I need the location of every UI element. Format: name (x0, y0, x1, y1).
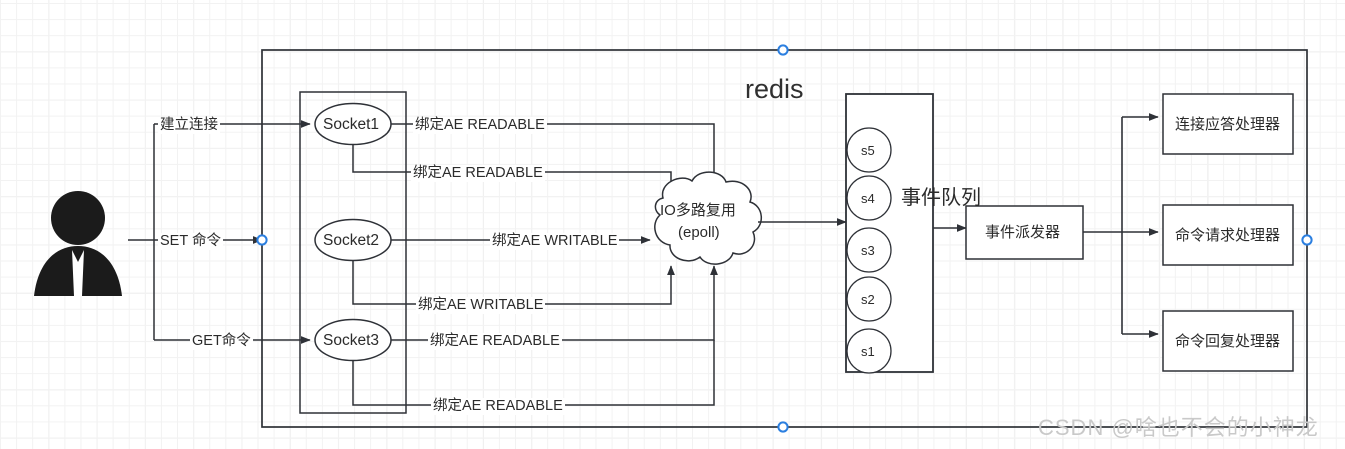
edge-label-binding-1: 绑定AE READABLE (413, 117, 547, 134)
selection-handle-bottom[interactable] (777, 421, 789, 433)
event-queue-label: 事件队列 (901, 187, 981, 209)
event-queue-item-shape[interactable] (846, 127, 892, 173)
io-multiplex-label-line2: (epoll) (678, 224, 720, 241)
selection-handle-top[interactable] (777, 44, 789, 56)
edge-binding-6[interactable] (352, 340, 715, 406)
io-multiplex-label-line1: IO多路复用 (660, 202, 736, 219)
event-queue-item-label: s1 (861, 344, 875, 359)
io-multiplex-cloud-shape[interactable] (654, 171, 762, 265)
event-queue-item-shape[interactable] (846, 276, 892, 322)
dispatcher-box[interactable] (965, 205, 1084, 260)
handler-box-connect-reply[interactable] (1162, 93, 1294, 155)
edge-label-binding-2: 绑定AE READABLE (411, 165, 545, 182)
event-queue-item-label: s2 (861, 292, 875, 307)
handler-box-command-reply[interactable] (1162, 310, 1294, 372)
dispatcher-label: 事件派发器 (985, 224, 1061, 241)
handler-label-command-request: 命令请求处理器 (1175, 227, 1281, 244)
edge-label-connect: 建立连接 (158, 117, 220, 134)
event-queue-item-label: s5 (861, 143, 875, 158)
socket2-label: Socket2 (323, 232, 380, 249)
edge-label-binding-5: 绑定AE READABLE (428, 333, 562, 350)
watermark-text: CSDN @啥也不会的小神龙 (1038, 415, 1319, 440)
event-queue-item-shape[interactable] (846, 175, 892, 221)
selection-handle-right[interactable] (1301, 234, 1313, 246)
socket3-label: Socket3 (323, 332, 380, 349)
edge-label-binding-3: 绑定AE WRITABLE (490, 233, 620, 250)
page-title: redis (745, 74, 804, 104)
edge-label-binding-6: 绑定AE READABLE (431, 398, 565, 415)
redis-container-box[interactable] (261, 49, 1308, 428)
handler-label-command-reply: 命令回复处理器 (1175, 333, 1281, 350)
event-queue-item-label: s4 (861, 191, 875, 206)
handler-box-command-request[interactable] (1162, 204, 1294, 266)
event-queue-item-shape[interactable] (846, 328, 892, 374)
event-queue-item-shape[interactable] (846, 227, 892, 273)
edge-label-set-command: SET 命令 (158, 233, 223, 250)
handler-label-connect-reply: 连接应答处理器 (1175, 116, 1281, 133)
selection-handle-left[interactable] (256, 234, 268, 246)
edge-label-binding-4: 绑定AE WRITABLE (416, 297, 546, 314)
socket1-label: Socket1 (323, 116, 380, 133)
user-actor-icon[interactable] (34, 191, 122, 296)
socket-group-box[interactable] (299, 91, 407, 414)
edge-label-get-command: GET命令 (190, 333, 253, 350)
event-queue-item-label: s3 (861, 243, 875, 258)
